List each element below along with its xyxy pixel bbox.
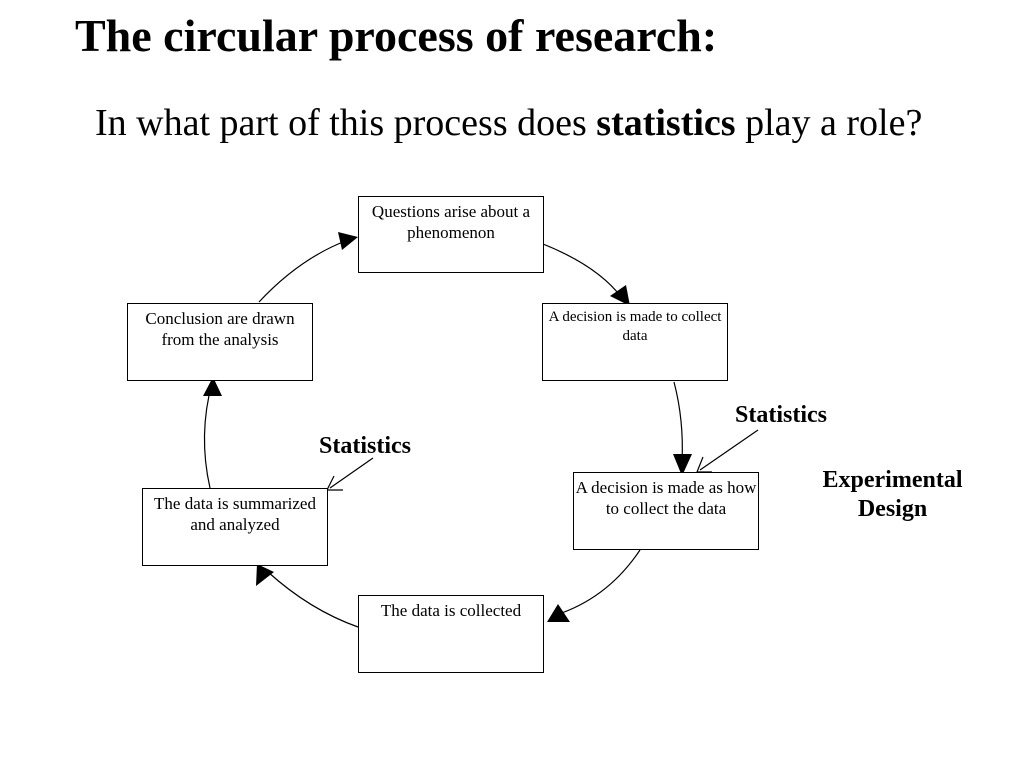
slide-question: In what part of this process does statis… <box>95 96 975 150</box>
arrowhead-to-decision <box>610 285 630 306</box>
statistics-label-right: Statistics <box>735 402 827 428</box>
connector-questions-to-decision <box>542 243 623 299</box>
pointer-statistics-left <box>329 457 374 489</box>
step-questions-box: Questions arise about a phenomenon <box>358 196 544 273</box>
pointer-arrowhead-right <box>696 456 712 473</box>
arrowhead-to-summarized <box>256 564 274 586</box>
experimental-design-line2: Design <box>857 495 928 522</box>
pointer-arrowhead-left <box>326 475 343 491</box>
step-decision-how-text: A decision is made as how to collect the… <box>575 478 757 519</box>
arrowhead-to-conclusion <box>203 377 222 396</box>
step-summarized-text: The data is summarized and analyzed <box>154 494 316 535</box>
question-text-end: play a role? <box>735 102 923 144</box>
step-summarized-box: The data is summarized and analyzed <box>142 488 328 566</box>
step-decision-collect-text: A decision is made to collect data <box>548 309 722 344</box>
step-decision-how-box: A decision is made as how to collect the… <box>573 472 759 550</box>
connector-how-to-collected <box>555 549 641 616</box>
experimental-design-label: Experimental Design <box>795 466 990 524</box>
experimental-design-line1: Experimental <box>822 467 963 493</box>
step-conclusion-text: Conclusion are drawn from the analysis <box>145 309 295 350</box>
connector-decision-to-how <box>673 381 683 463</box>
slide-title: The circular process of research: <box>75 10 718 61</box>
step-decision-collect-box: A decision is made to collect data <box>542 303 728 381</box>
step-collected-text: The data is collected <box>380 601 522 620</box>
connector-collected-to-summarized <box>267 571 359 628</box>
question-text-start: In what part of this process does <box>95 102 597 144</box>
step-questions-text: Questions arise about a phenomenon <box>371 202 531 243</box>
connector-conclusion-to-questions <box>258 239 349 303</box>
step-collected-box: The data is collected <box>358 595 544 673</box>
arrowhead-to-questions <box>338 232 358 250</box>
arrowhead-to-how <box>673 454 692 476</box>
arrowhead-to-collected <box>547 604 570 622</box>
connector-summarized-to-conclusion <box>203 382 213 489</box>
pointer-statistics-right <box>699 429 759 471</box>
step-conclusion-box: Conclusion are drawn from the analysis <box>127 303 313 381</box>
question-text-bold: statistics <box>596 102 736 144</box>
statistics-label-left: Statistics <box>319 433 411 459</box>
